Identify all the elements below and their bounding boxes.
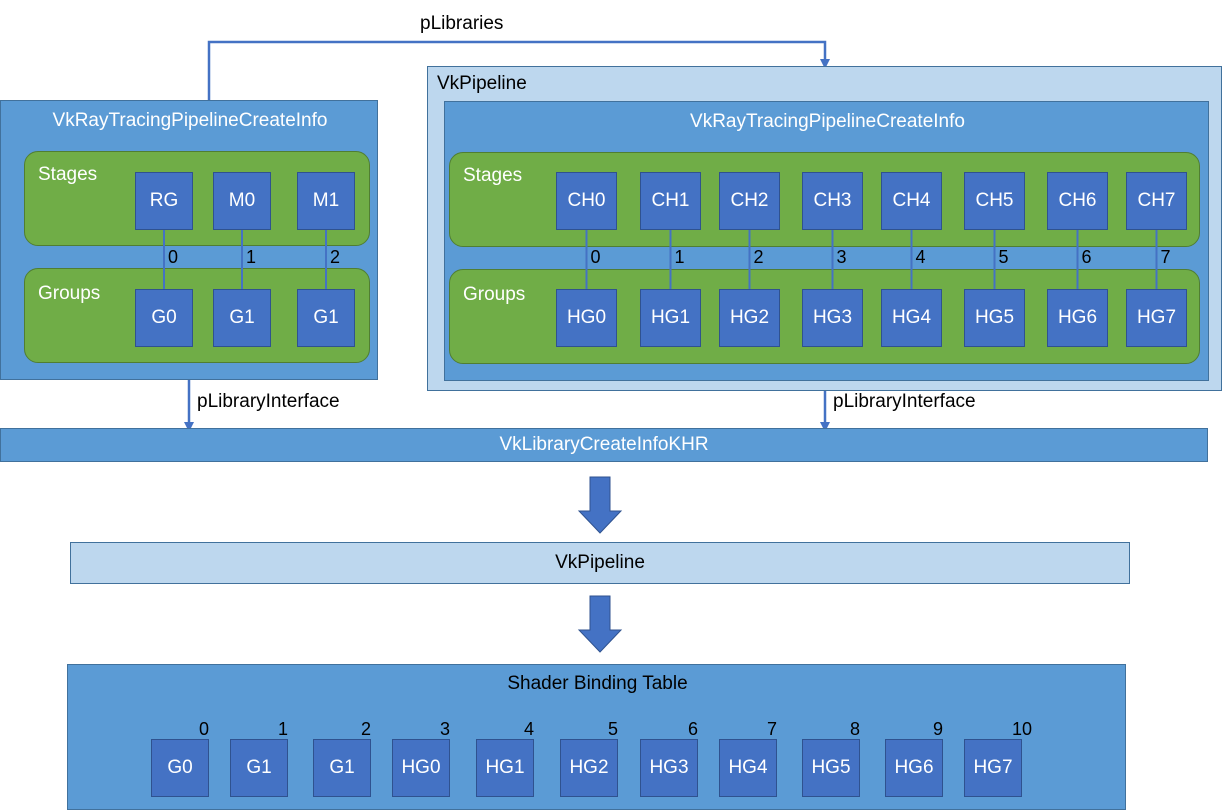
- library-create-info-title: VkLibraryCreateInfoKHR: [499, 434, 709, 455]
- sbt-entry-index: 6: [688, 719, 699, 739]
- sbt-entry-index: 1: [278, 719, 289, 739]
- plibraries-connector: [207, 40, 830, 100]
- right-stage-node: CH4: [881, 172, 942, 230]
- left-stages-label: Stages: [38, 164, 98, 185]
- sbt-entry-node: G1: [230, 739, 288, 797]
- sbt-entry-node: HG4: [719, 739, 777, 797]
- sbt-entry-index: 7: [767, 719, 778, 739]
- right-group-node: HG4: [881, 289, 942, 347]
- left-stage-node: M1: [297, 172, 355, 230]
- right-stage-index: 5: [998, 247, 1009, 267]
- right-stage-node: CH2: [719, 172, 780, 230]
- sbt-entry-node: HG0: [392, 739, 450, 797]
- shader-binding-table-title: Shader Binding Table: [507, 673, 688, 694]
- sbt-entry-node: HG3: [640, 739, 698, 797]
- right-groups-label: Groups: [463, 284, 526, 305]
- left-create-info-box: VkRayTracingPipelineCreateInfo Stages Gr…: [0, 100, 378, 380]
- right-group-node: HG6: [1047, 289, 1108, 347]
- right-stage-node: CH3: [802, 172, 863, 230]
- right-vkpipeline-title: VkPipeline: [437, 73, 527, 94]
- sbt-entry-node: HG7: [964, 739, 1022, 797]
- down-arrow-icon: [577, 595, 623, 653]
- right-stage-index: 4: [915, 247, 926, 267]
- sbt-entry-index: 8: [850, 719, 861, 739]
- sbt-entry-index: 0: [199, 719, 210, 739]
- left-stage-index: 1: [246, 247, 257, 267]
- left-plibraryinterface-label: pLibraryInterface: [197, 391, 340, 412]
- right-stage-index: 2: [753, 247, 764, 267]
- right-group-node: HG1: [640, 289, 701, 347]
- sbt-entry-index: 3: [440, 719, 451, 739]
- right-stage-index: 6: [1081, 247, 1092, 267]
- sbt-entry-index: 5: [608, 719, 619, 739]
- down-arrow-icon: [577, 476, 623, 534]
- right-group-node: HG3: [802, 289, 863, 347]
- right-group-node: HG5: [964, 289, 1025, 347]
- right-stage-index: 1: [674, 247, 685, 267]
- left-group-node: G0: [135, 289, 193, 347]
- left-stage-node: M0: [213, 172, 271, 230]
- right-create-info-title: VkRayTracingPipelineCreateInfo: [690, 111, 965, 132]
- left-stage-index: 2: [330, 247, 341, 267]
- right-stages-label: Stages: [463, 165, 523, 186]
- left-stage-node: RG: [135, 172, 193, 230]
- result-vkpipeline-title: VkPipeline: [555, 552, 645, 573]
- right-stage-node: CH6: [1047, 172, 1108, 230]
- sbt-entry-node: HG5: [802, 739, 860, 797]
- left-create-info-title: VkRayTracingPipelineCreateInfo: [52, 110, 328, 131]
- sbt-entry-index: 9: [933, 719, 944, 739]
- right-stage-index: 0: [590, 247, 601, 267]
- sbt-entry-node: G0: [151, 739, 209, 797]
- right-stage-node: CH1: [640, 172, 701, 230]
- sbt-entry-index: 10: [1012, 719, 1033, 739]
- library-create-info-bar: VkLibraryCreateInfoKHR: [0, 428, 1208, 462]
- left-group-node: G1: [297, 289, 355, 347]
- sbt-entry-node: HG6: [885, 739, 943, 797]
- sbt-entry-node: G1: [313, 739, 371, 797]
- right-stage-index: 3: [836, 247, 847, 267]
- sbt-entry-index: 4: [524, 719, 535, 739]
- right-group-node: HG2: [719, 289, 780, 347]
- right-group-node: HG7: [1126, 289, 1187, 347]
- right-stage-node: CH5: [964, 172, 1025, 230]
- sbt-entry-node: HG2: [560, 739, 618, 797]
- plibraries-label: pLibraries: [420, 13, 504, 34]
- right-stage-node: CH7: [1126, 172, 1187, 230]
- left-group-node: G1: [213, 289, 271, 347]
- left-groups-label: Groups: [38, 283, 101, 304]
- sbt-entry-node: HG1: [476, 739, 534, 797]
- result-vkpipeline-box: VkPipeline: [70, 542, 1130, 584]
- left-stage-index: 0: [168, 247, 179, 267]
- right-plibraryinterface-label: pLibraryInterface: [833, 391, 976, 412]
- sbt-entry-index: 2: [361, 719, 372, 739]
- right-stage-node: CH0: [556, 172, 617, 230]
- right-group-node: HG0: [556, 289, 617, 347]
- right-stage-index: 7: [1160, 247, 1171, 267]
